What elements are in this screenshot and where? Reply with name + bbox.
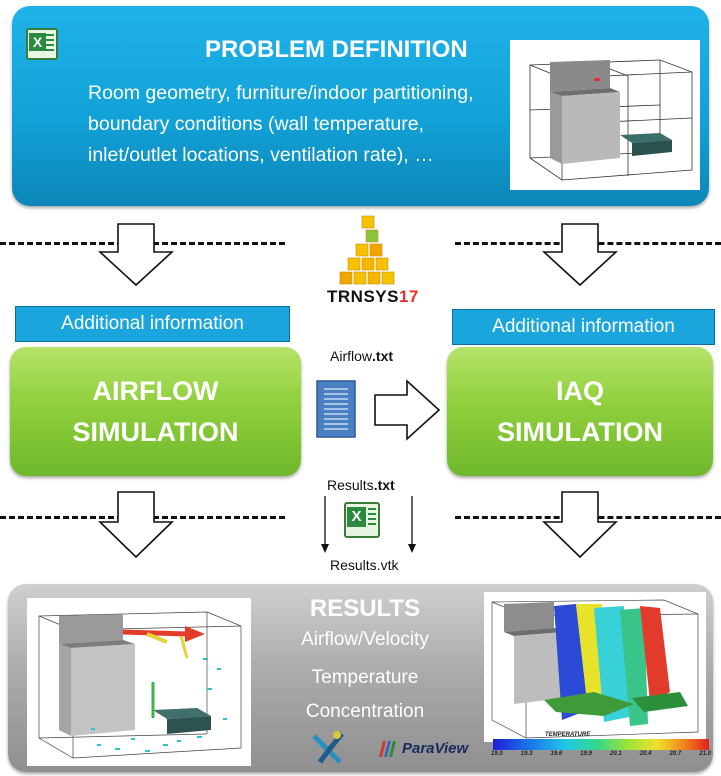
colorbar-title: TEMPERATURE (545, 732, 591, 738)
down-arrow-icon (541, 223, 619, 287)
problem-description: Room geometry, furniture/indoor partitio… (88, 82, 474, 166)
temperature-result-thumbnail (484, 592, 706, 742)
colorbar-tick: 20.7 (669, 751, 682, 757)
results-line-temperature: Temperature (311, 667, 419, 688)
airflow-sim-line2: SIMULATION (72, 416, 239, 447)
problem-title: PROBLEM DEFINITION (205, 36, 468, 63)
iaq-sim-line1: IAQ (555, 375, 604, 406)
trnsys-label: TRNSYS17 (327, 287, 419, 306)
paraview-logo-icon: ParaView (377, 740, 468, 757)
paraview-label: ParaView (402, 740, 469, 757)
colorbar-tick: 19.3 (520, 751, 533, 757)
down-arrow-icon (98, 491, 174, 559)
additional-info-left: Additional information (15, 306, 290, 342)
thin-down-arrow-icon (321, 496, 329, 553)
results-title: RESULTS (309, 595, 421, 622)
results-line-concentration: Concentration (305, 701, 425, 722)
colorbar-tick: 19.0 (491, 751, 503, 757)
thin-down-arrow-icon (408, 496, 416, 553)
airflow-result-thumbnail (27, 598, 251, 766)
visit-logo-icon (312, 731, 344, 764)
airflow-sim-line1: AIRFLOW (92, 375, 219, 406)
results-line-airflow: Airflow/Velocity (301, 629, 429, 650)
paraview-bars-icon (379, 740, 396, 757)
airflow-simulation-box: AIRFLOW SIMULATION (10, 347, 301, 476)
colorbar-tick: 19.9 (580, 751, 592, 757)
temperature-colorbar (493, 739, 709, 750)
trnsys-logo-icon (339, 215, 395, 285)
results-txt-label: Results.txt (327, 477, 395, 493)
iaq-sim-line2: SIMULATION (497, 416, 663, 447)
airflow-file-label: Airflow.txt (330, 348, 394, 364)
colorbar-tick: 20.1 (610, 751, 622, 757)
additional-info-right: Additional information (452, 309, 715, 345)
colorbar-tick: 20.4 (639, 751, 652, 757)
right-arrow-icon (374, 379, 441, 441)
excel-icon: X (26, 28, 58, 60)
colorbar-tick: 21.0 (699, 751, 711, 757)
colorbar-tick: 19.6 (550, 751, 563, 757)
down-arrow-icon (542, 491, 618, 559)
excel-icon: X (344, 502, 380, 538)
down-arrow-icon (97, 223, 175, 287)
colorbar-ticks: 19.0 19.3 19.6 19.9 20.1 20.4 20.7 21.0 (491, 751, 711, 757)
results-vtk-label: Results.vtk (330, 557, 399, 573)
iaq-simulation-box: IAQ SIMULATION (447, 347, 713, 476)
room-geometry-thumbnail (510, 40, 700, 190)
document-icon (316, 380, 356, 438)
